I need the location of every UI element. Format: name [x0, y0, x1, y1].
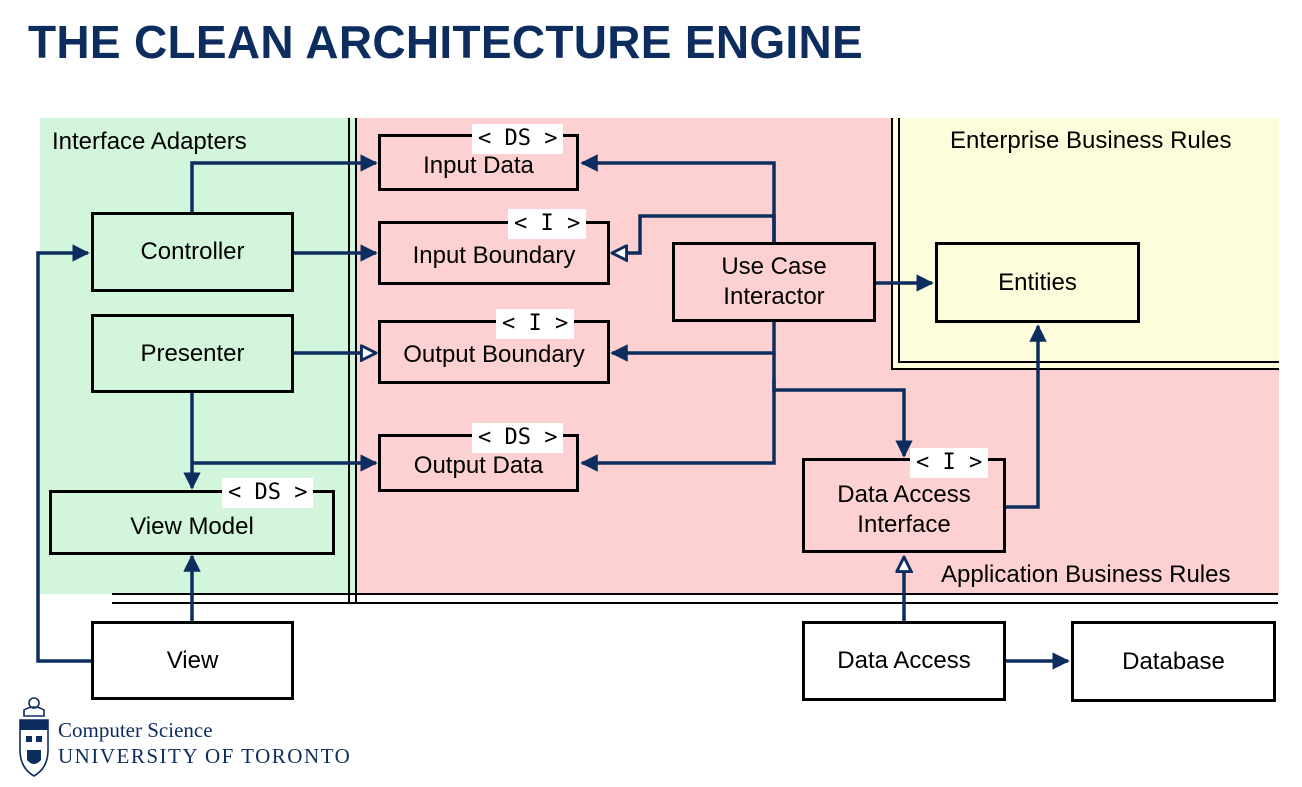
- output-boundary-label: Output Boundary: [403, 341, 585, 368]
- database-box: Database: [1071, 621, 1276, 702]
- use-case-interactor-label: Use Case Interactor: [721, 253, 827, 310]
- enterprise-border-line: [891, 118, 893, 370]
- crest-icon: [19, 697, 49, 777]
- data-access-label: Data Access: [837, 647, 971, 674]
- database-label: Database: [1122, 647, 1225, 675]
- entities-box: Entities: [935, 242, 1140, 323]
- interactor-to-data-access-interface-arrow: [772, 380, 913, 458]
- view-model-box: View Model: [49, 490, 335, 555]
- output-boundary-interface-tag: < I >: [496, 309, 575, 339]
- view-label: View: [166, 646, 219, 674]
- logo-department: Computer Science: [58, 718, 213, 742]
- logo-university: UNIVERSITY OF TORONTO: [58, 744, 352, 768]
- input-data-ds-tag: < DS >: [472, 124, 564, 154]
- interactor-to-output-data-arrow: [580, 353, 776, 472]
- output-boundary-box: Output Boundary: [378, 320, 610, 384]
- layer-divider-line: [112, 602, 1278, 604]
- interactor-to-input-boundary-arrow: [612, 214, 776, 253]
- controller-to-input-data-arrow: [190, 154, 378, 212]
- data-access-interface-to-entities-arrow: [1004, 324, 1047, 509]
- controller-box: Controller: [91, 212, 294, 292]
- presenter-box: Presenter: [91, 314, 294, 393]
- data-access-interface-label: Data Access Interface: [837, 480, 971, 538]
- data-access-interface-tag: < I >: [910, 448, 989, 478]
- entities-label: Entities: [998, 268, 1077, 296]
- application-business-rules-label: Application Business Rules: [941, 561, 1231, 588]
- enterprise-border-line: [898, 361, 1279, 363]
- view-to-controller-arrow: [36, 244, 92, 663]
- enterprise-border-line: [898, 118, 900, 363]
- adapters-divider-line: [348, 118, 350, 604]
- data-access-box: Data Access: [802, 621, 1006, 701]
- view-model-ds-tag: < DS >: [222, 478, 314, 508]
- interactor-to-input-data-arrow: [580, 154, 776, 242]
- controller-label: Controller: [140, 238, 245, 265]
- enterprise-business-rules-label: Enterprise Business Rules: [950, 127, 1232, 154]
- university-logo: Computer Science UNIVERSITY OF TORONTO: [14, 694, 394, 780]
- page-title: THE CLEAN ARCHITECTURE ENGINE: [28, 16, 864, 68]
- interface-adapters-label: Interface Adapters: [52, 128, 247, 155]
- interactor-to-output-boundary-arrow: [610, 320, 776, 362]
- layer-divider-line: [112, 593, 1278, 595]
- output-data-ds-tag: < DS >: [472, 423, 564, 453]
- presenter-label: Presenter: [140, 339, 245, 367]
- adapters-divider-line: [355, 118, 357, 604]
- input-boundary-label: Input Boundary: [412, 242, 576, 269]
- view-box: View: [91, 621, 294, 700]
- input-boundary-interface-tag: < I >: [508, 209, 587, 239]
- output-data-label: Output Data: [413, 452, 544, 479]
- use-case-interactor-box: Use Case Interactor: [672, 242, 876, 322]
- input-data-label: Input Data: [423, 151, 534, 179]
- view-model-label: View Model: [130, 512, 254, 540]
- enterprise-border-line: [891, 368, 1279, 370]
